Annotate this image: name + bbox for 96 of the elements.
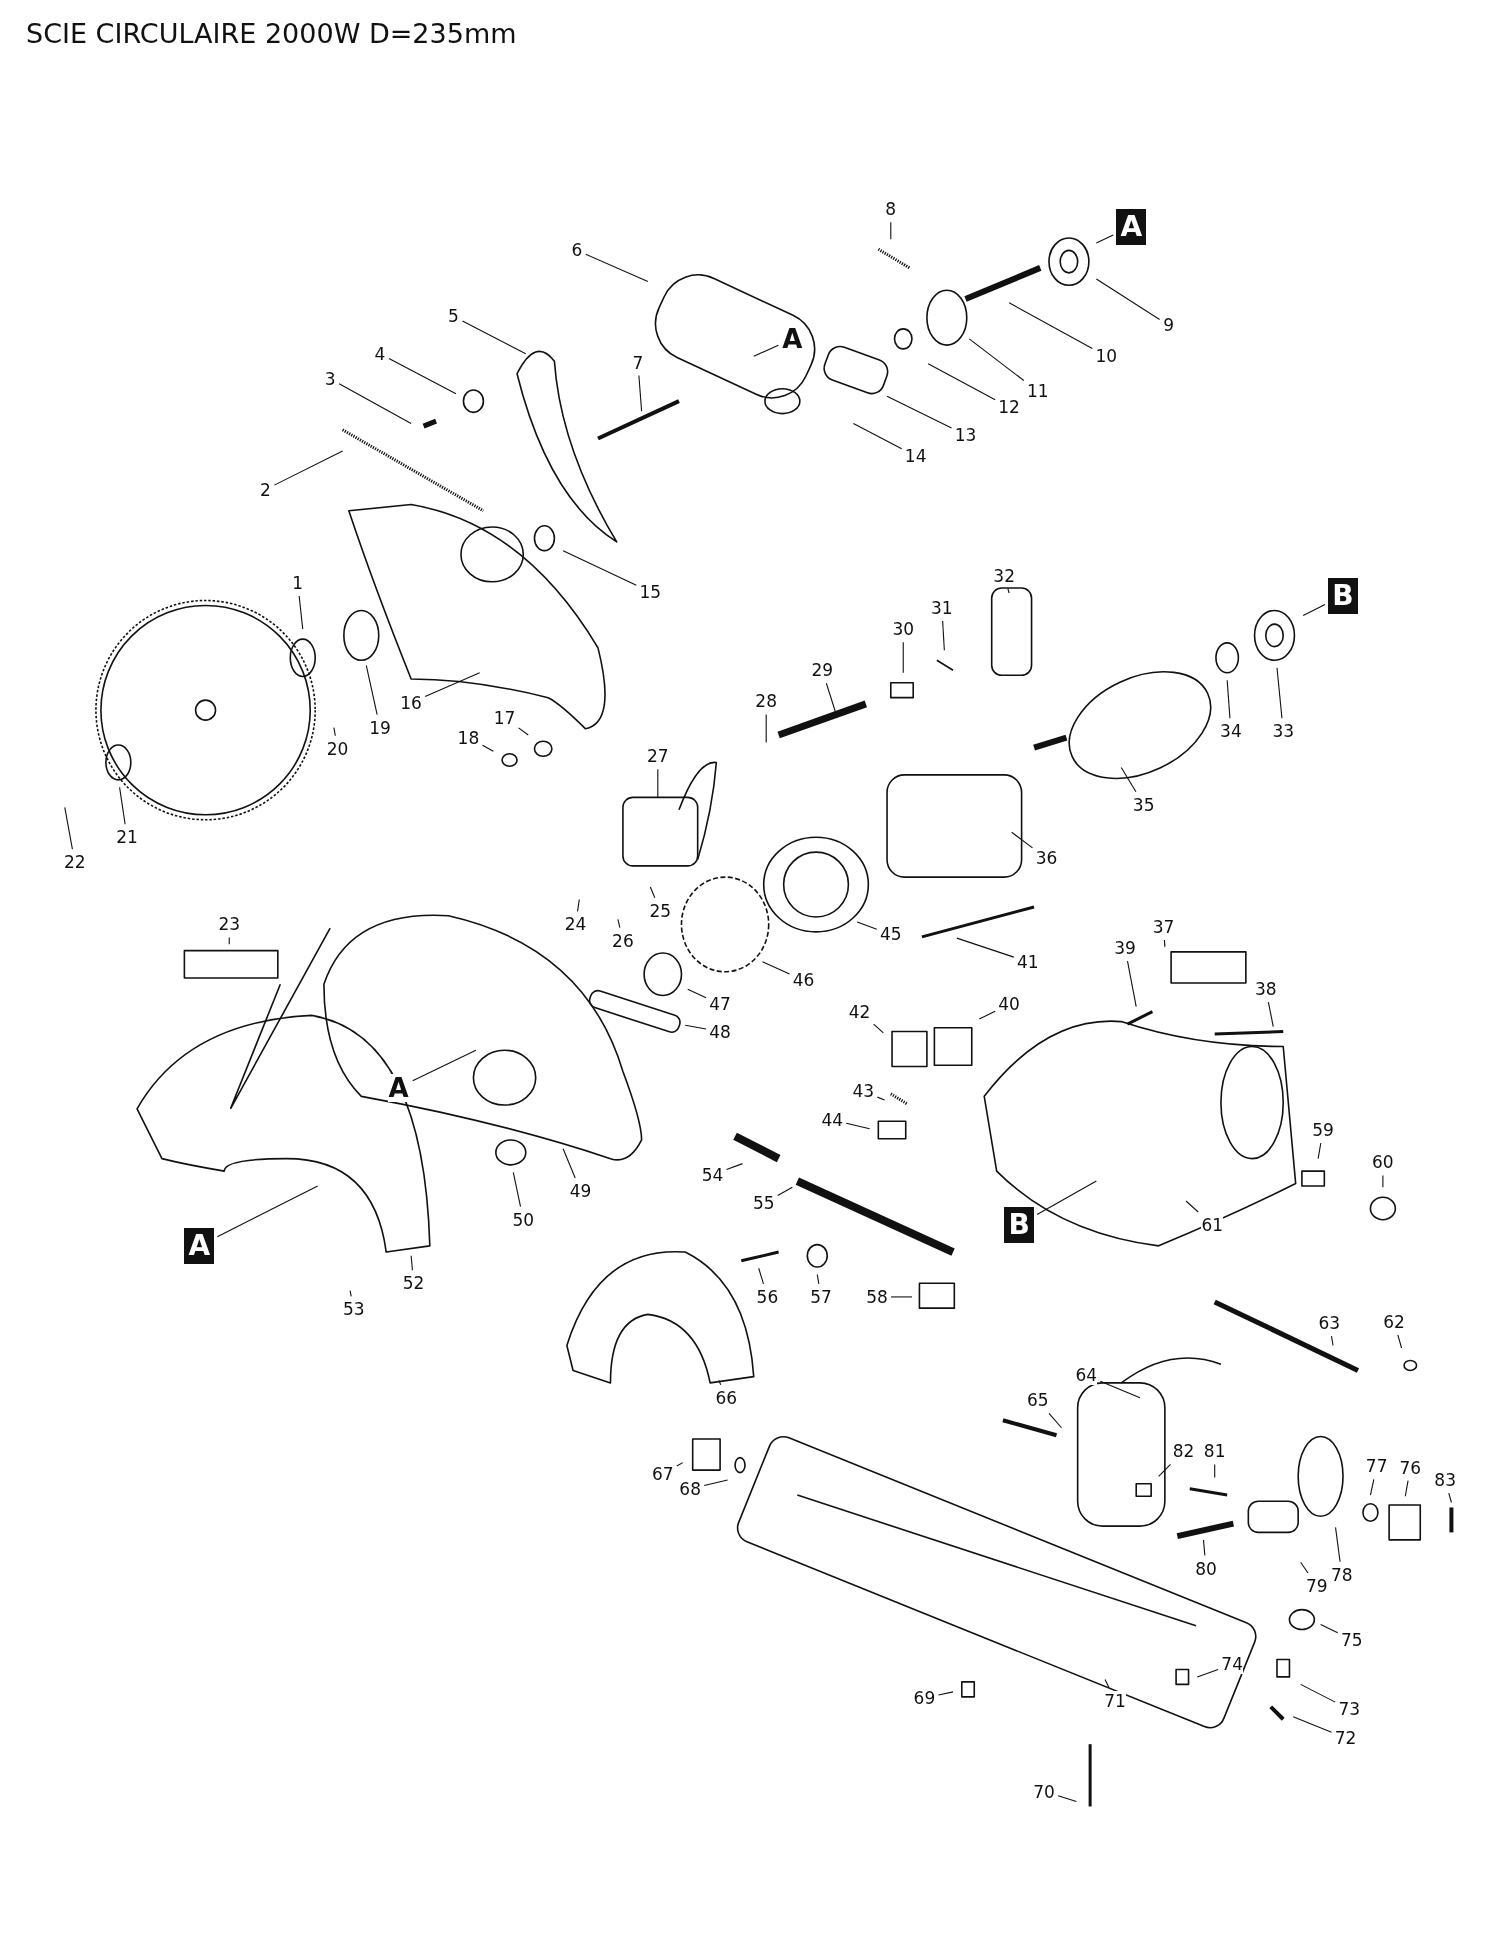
leader-line	[1095, 234, 1114, 244]
leader-line	[1185, 1200, 1199, 1213]
leader-line	[1300, 1683, 1336, 1703]
leader-line	[512, 1171, 522, 1208]
leader-line	[1008, 302, 1093, 350]
leader-line	[119, 786, 126, 825]
leader-line	[890, 1296, 913, 1298]
leader-line	[412, 1049, 477, 1082]
leader-line	[1104, 1678, 1110, 1689]
diagram-title: SCIE CIRCULAIRE 2000W D=235mm	[26, 18, 517, 49]
leader-line	[927, 363, 996, 401]
leader-line	[1011, 831, 1034, 849]
leader-line	[876, 1096, 886, 1101]
leader-line	[562, 550, 637, 586]
leader-line	[410, 1255, 413, 1271]
leader-line	[1448, 1492, 1452, 1504]
leader-line	[461, 320, 527, 355]
leader-line	[1214, 1463, 1216, 1479]
leader-line	[937, 1691, 954, 1696]
leader-line	[1126, 960, 1137, 1008]
leader-line	[852, 423, 903, 450]
leader-line	[1095, 278, 1161, 320]
leader-line	[684, 1024, 707, 1030]
leader-line	[1292, 1716, 1333, 1733]
leader-line	[825, 682, 838, 719]
reference-marker: A	[1116, 208, 1147, 245]
leader-line	[1369, 1478, 1375, 1496]
leader-line	[349, 1290, 352, 1297]
leader-line	[228, 936, 230, 945]
callout-number: 74	[1221, 1654, 1244, 1675]
leader-line	[365, 664, 378, 716]
leader-line	[1120, 766, 1137, 793]
leader-line	[562, 1148, 576, 1179]
leader-line	[338, 383, 412, 425]
leader-line	[1158, 1463, 1172, 1477]
leader-line	[1302, 603, 1326, 616]
leader-line	[902, 641, 904, 674]
leader-line	[64, 806, 73, 850]
leader-line	[968, 338, 1025, 382]
leader-line	[942, 620, 945, 651]
leader-line	[1036, 1180, 1097, 1216]
leader-line	[890, 221, 892, 240]
callout-number: 64	[1075, 1365, 1098, 1386]
leader-line	[726, 1163, 744, 1171]
leader-line	[956, 937, 1015, 958]
leader-line	[1202, 1539, 1206, 1557]
leader-line	[1048, 1412, 1062, 1429]
leader-line	[758, 1267, 765, 1285]
leader-line	[649, 886, 656, 899]
leader-line	[1320, 1624, 1339, 1634]
leader-line	[676, 1462, 684, 1467]
leader-line	[577, 898, 580, 912]
leader-line	[216, 1185, 319, 1238]
leader-line	[873, 1023, 884, 1034]
leader-line	[1099, 1380, 1141, 1399]
leader-line	[765, 713, 767, 744]
leader-line	[1057, 1795, 1077, 1803]
reference-marker: A	[184, 1227, 215, 1264]
leader-line	[388, 358, 457, 395]
leader-line	[424, 672, 481, 698]
leader-line	[978, 1010, 996, 1020]
leader-line	[1330, 1335, 1334, 1347]
leader-line	[1196, 1668, 1219, 1678]
leader-line	[1226, 679, 1231, 719]
leader-line	[1335, 1526, 1341, 1563]
leader-line	[585, 253, 649, 283]
leader-line	[333, 727, 336, 737]
reference-letter: A	[387, 1073, 410, 1102]
leader-line	[518, 727, 529, 736]
leader-line	[777, 1186, 793, 1197]
leader-line	[703, 1479, 729, 1487]
leader-line	[886, 395, 953, 429]
leader-line	[1267, 1001, 1274, 1028]
leader-line	[761, 961, 791, 975]
leader-line	[845, 1122, 871, 1130]
leader-line	[298, 595, 304, 630]
leader-line	[687, 988, 707, 999]
leader-line	[1007, 588, 1010, 594]
leader-line	[1404, 1480, 1409, 1497]
reference-marker: B	[1004, 1206, 1035, 1243]
leader-line	[718, 1379, 722, 1386]
leader-line	[617, 918, 621, 929]
leader-line	[753, 344, 779, 357]
leader-line	[1300, 1561, 1309, 1574]
leader-line	[481, 744, 494, 752]
leader-line	[1397, 1334, 1403, 1349]
leader-line	[657, 768, 659, 798]
leader-line	[1276, 667, 1283, 719]
leader-line	[638, 375, 643, 412]
reference-marker: B	[1328, 577, 1358, 614]
leader-line	[856, 921, 878, 930]
leader-line	[1317, 1142, 1322, 1160]
leader-line	[273, 450, 344, 486]
leader-line	[816, 1273, 820, 1285]
leader-line	[1382, 1174, 1384, 1188]
leader-line	[1163, 939, 1166, 948]
